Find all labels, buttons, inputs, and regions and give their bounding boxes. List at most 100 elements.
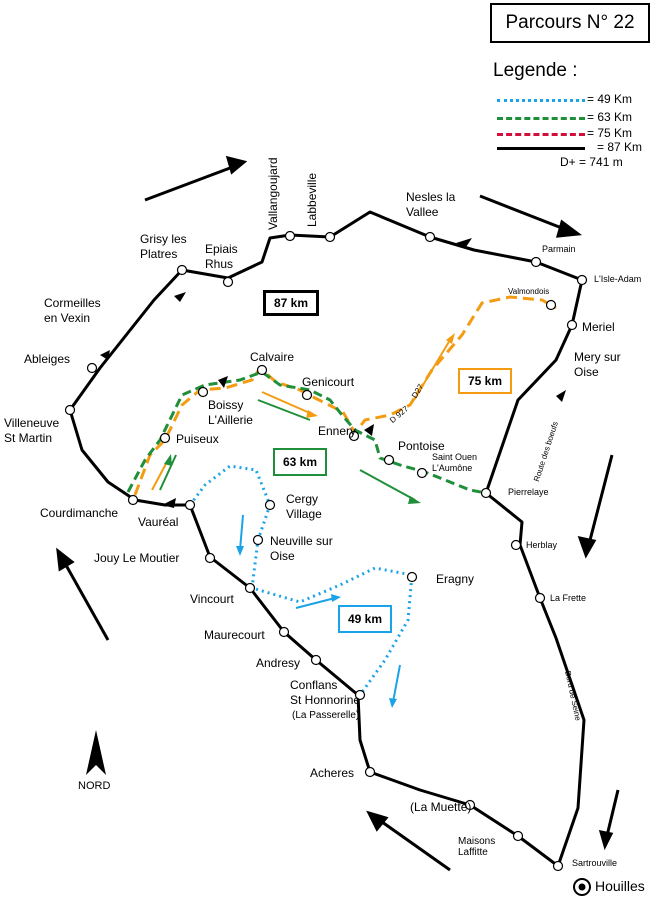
place-label-jouy: Jouy Le Moutier — [94, 551, 180, 565]
place-label-vincourt: Vincourt — [190, 592, 234, 606]
waypoint-jouy — [204, 552, 216, 564]
place-label-calvaire: Calvaire — [250, 350, 295, 364]
place-label-labbeville: Labbeville — [305, 172, 319, 227]
place-label-meriel: Meriel — [582, 320, 615, 334]
direction-arrow-green-icon — [159, 454, 177, 491]
waypoint-sartrouville — [552, 860, 564, 872]
place-label-saint-ouen: Saint Ouen L'Aumône — [432, 452, 478, 473]
place-label-epiais: Epiais Rhus — [205, 242, 238, 271]
direction-arrow-orange-icon — [151, 459, 169, 491]
waypoint-ennery — [348, 430, 360, 442]
place-label-maisons: Maisons Laffitte — [458, 836, 496, 858]
distance-49km-box: 49 km — [338, 605, 392, 633]
waypoint-vincourt — [244, 582, 256, 594]
wind-arrow-icon — [374, 815, 451, 872]
place-label-la-muette: (La Muette) — [410, 800, 472, 814]
place-label-pierrelaye: Pierrelaye — [508, 487, 549, 497]
waypoint-maisons — [512, 830, 524, 842]
place-label-isle-adam: L'Isle-Adam — [594, 274, 642, 284]
route-75km — [133, 295, 557, 496]
direction-arrow-blue-icon — [392, 664, 401, 703]
legend-item-63km: = 63 Km — [497, 110, 647, 124]
wind-arrow-icon — [586, 454, 614, 549]
direction-marker-icon — [218, 376, 228, 388]
place-label-neuville: Neuville sur Oise — [270, 534, 333, 563]
page-title: Parcours N° 22 — [490, 3, 650, 43]
place-label-valmondois: Valmondois — [508, 287, 550, 296]
legend-item-87km: = 87 Km — [497, 140, 647, 154]
waypoint-epiais — [222, 276, 234, 288]
place-label-nesles: Nesles la Vallee — [406, 190, 456, 219]
arrowhead-icon — [598, 830, 614, 851]
waypoint-saint-ouen — [416, 467, 428, 479]
place-label-andresy: Andresy — [256, 656, 301, 670]
waypoint-villeneuve — [64, 404, 76, 416]
direction-arrow-green-icon — [257, 399, 311, 421]
elevation-gain: D+ = 741 m — [560, 155, 623, 169]
arrowhead-icon — [331, 594, 341, 602]
place-label-la-frette: La Frette — [550, 593, 587, 603]
place-label-ableiges: Ableiges — [24, 352, 71, 366]
place-label-cergy: Cergy Village — [286, 492, 322, 521]
place-label-pontoise: Pontoise — [398, 439, 445, 453]
place-label-vaureal: Vauréal — [138, 515, 179, 529]
waypoint-calvaire — [256, 364, 268, 376]
direction-marker-icon — [174, 292, 186, 302]
waypoint-vaureal — [184, 499, 196, 511]
arrowhead-icon — [577, 535, 597, 559]
arrowhead-icon — [236, 546, 244, 556]
place-label-conflans: Conflans St Honnorine — [290, 678, 361, 707]
waypoint-cergy — [264, 499, 276, 511]
waypoint-valmondois — [545, 299, 557, 311]
waypoint-la-frette — [534, 592, 546, 604]
arrowhead-icon — [56, 547, 75, 572]
waypoint-acheres — [364, 766, 376, 778]
waypoint-eragny — [406, 571, 418, 583]
waypoint-la-muette — [464, 799, 476, 811]
place-label-parmain: Parmain — [542, 244, 576, 254]
wind-arrow-icon — [604, 789, 620, 841]
waypoint-nesles — [424, 231, 436, 243]
place-label-passerelle: (La Passerelle) — [292, 710, 360, 721]
waypoint-herblay — [510, 539, 522, 551]
direction-marker-icon — [556, 390, 566, 402]
waypoint-boissy — [197, 386, 209, 398]
distance-75km-box: 75 km — [458, 368, 512, 394]
place-label-puiseux: Puiseux — [176, 432, 219, 446]
compass-label: NORD — [78, 780, 111, 792]
waypoint-grisy — [176, 264, 188, 276]
place-label-maurecourt: Maurecourt — [204, 628, 265, 642]
place-label-herblay: Herblay — [526, 540, 558, 550]
place-label-courdimanche: Courdimanche — [40, 506, 119, 520]
place-label-acheres: Acheres — [310, 766, 355, 780]
legend-item-49km: = 49 Km — [497, 92, 647, 106]
waypoint-parmain — [530, 256, 542, 268]
waypoint-conflans — [354, 689, 366, 701]
place-label-boissy: Boissy L'Aillerie — [208, 398, 253, 427]
place-label-sartrouville: Sartrouville — [572, 858, 618, 868]
waypoint-isle-adam — [576, 274, 588, 286]
waypoint-andresy — [310, 654, 322, 666]
arrowhead-icon — [164, 454, 172, 466]
place-label-genicourt: Genicourt — [302, 375, 355, 389]
waypoint-meriel — [566, 319, 578, 331]
waypoint-neuville — [252, 534, 264, 546]
arrowhead-icon — [366, 810, 389, 832]
waypoint-pierrelaye — [480, 487, 492, 499]
waypoint-ableiges — [86, 362, 98, 374]
direction-arrow-blue-icon — [239, 514, 244, 551]
distance-63km-box: 63 km — [273, 448, 327, 476]
distance-87km-box: 87 km — [263, 290, 319, 316]
arrowhead-icon — [306, 410, 318, 418]
place-label-mery: Mery sur Oise — [574, 350, 621, 379]
place-label-eragny: Eragny — [436, 572, 475, 586]
arrowhead-icon — [446, 333, 455, 344]
waypoint-vallangoujard — [284, 230, 296, 242]
direction-arrow-orange-icon — [413, 339, 451, 401]
direction-arrow-orange-icon — [261, 391, 313, 415]
legend-item-75km: = 75 Km — [497, 126, 647, 140]
waypoint-genicourt — [301, 389, 313, 401]
direction-marker-icon — [364, 424, 374, 436]
wind-arrow-icon — [479, 194, 573, 234]
